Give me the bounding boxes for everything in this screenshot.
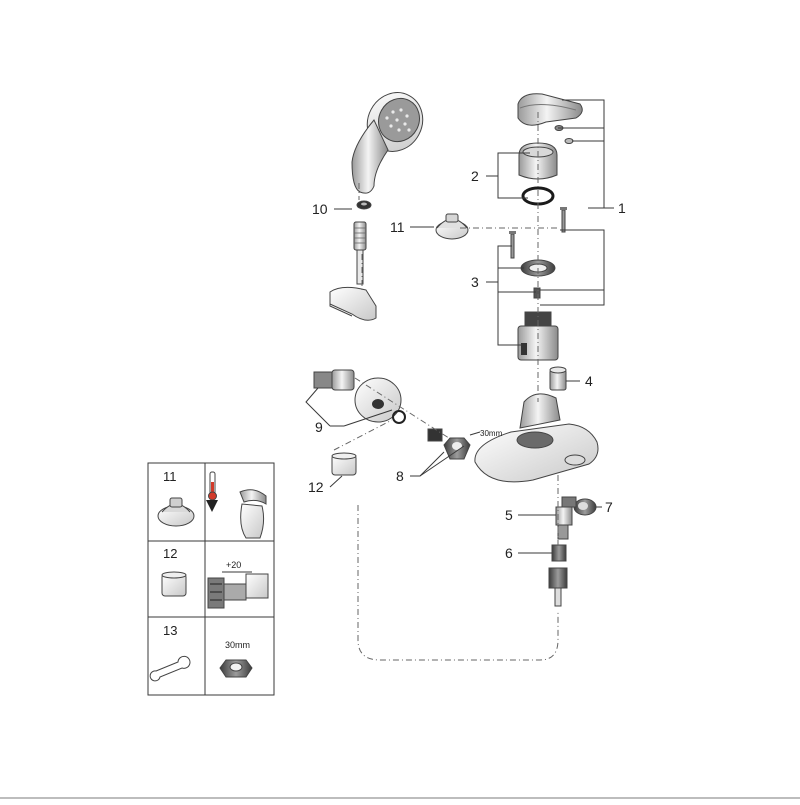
callout-10: 10 [312,201,328,217]
legend-part-11-image [157,497,195,527]
mixer-body [474,393,599,483]
aerator-part-7 [573,498,597,516]
connector-6 [551,544,567,562]
legend-part-12-image [161,571,187,597]
legend-number-11: 11 [163,469,177,484]
callout-8: 8 [396,468,404,484]
hand-shower [351,92,424,194]
nut-size-label: 30mm [480,429,503,438]
extension-12 [331,452,357,476]
legend-nut-size: 30mm [225,640,250,650]
callout-numbers: 1 2 3 4 5 6 7 8 9 10 11 12 [308,168,626,561]
hose-nut [548,567,568,607]
legend-number-12: 12 [163,546,177,561]
aerator-part-4 [549,366,567,391]
callout-11: 11 [390,219,405,235]
legend-number-13: 13 [163,623,177,638]
legend-nut-image [219,659,253,678]
wall-holder [329,286,377,321]
callout-3: 3 [471,274,479,290]
callout-5: 5 [505,507,513,523]
callout-leaders [305,99,614,554]
union-fitting-8 [427,428,471,460]
callout-7: 7 [605,499,613,515]
assembly-lines [333,112,560,661]
thermometer-icon [206,471,218,512]
shower-hose [353,221,367,285]
callout-4: 4 [585,373,593,389]
fixing-bolts [509,207,567,259]
callout-12: 12 [308,479,324,495]
legend-handle-image [239,489,267,539]
hose-washer [356,200,372,210]
callout-6: 6 [505,545,513,561]
diverter-spindle-5 [555,496,577,540]
callout-2: 2 [471,168,479,184]
callout-1: 1 [618,200,626,216]
small-spindle [533,287,541,299]
legend-extension-dimension: +20 [226,560,241,570]
legend-extension-diagram [207,571,269,609]
legend-table: 11 12 +20 [147,462,275,696]
diverter-cap-11 [435,213,469,240]
callout-9: 9 [315,419,323,435]
handle-lever [517,93,583,126]
wall-fitting-9 [313,369,406,424]
wrench-icon [149,655,191,682]
